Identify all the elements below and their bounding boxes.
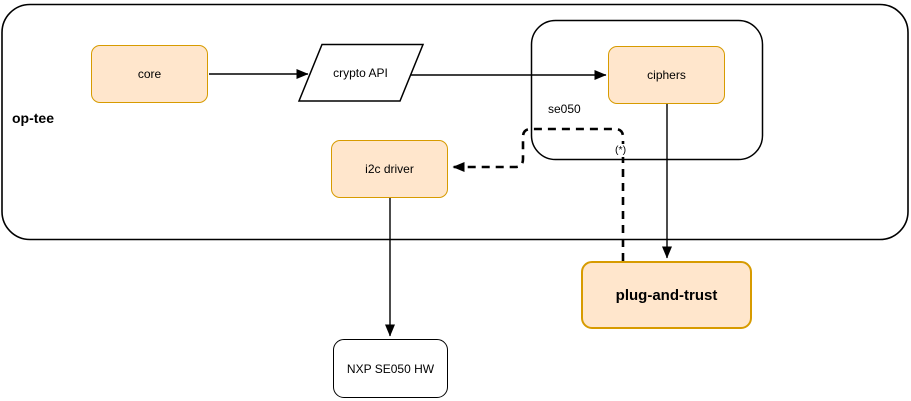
node-plug-and-trust: plug-and-trust [581,261,752,329]
optee-container-outline [1,3,909,241]
node-plug-and-trust-label: plug-and-trust [615,286,718,304]
node-nxp-se050-hw-label: NXP SE050 HW [346,361,435,376]
node-nxp-se050-hw: NXP SE050 HW [333,339,448,398]
node-core: core [91,45,208,103]
edge-plug-and-trust-to-i2c-driver [452,127,625,261]
node-core-label: core [137,67,162,81]
se050-container-label: se050 [548,102,581,116]
crypto-api-shape [297,43,425,102]
node-i2c-driver-label: i2c driver [365,162,414,176]
node-ciphers-label: ciphers [647,68,686,82]
node-ciphers: ciphers [608,46,725,104]
optee-container-label: op-tee [12,110,54,126]
node-i2c-driver: i2c driver [331,140,448,198]
node-crypto-api-label: crypto API [333,65,388,80]
edge-annotation-star: (*) [614,144,628,157]
